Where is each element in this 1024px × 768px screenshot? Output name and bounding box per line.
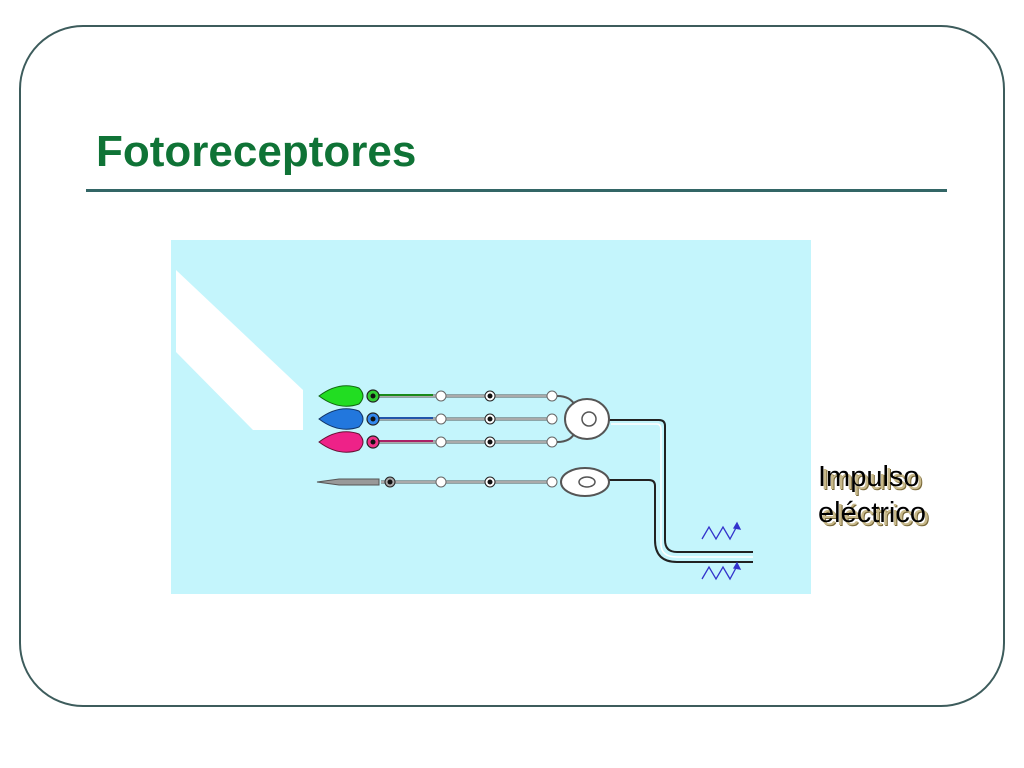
impulse-label-line2: eléctrico <box>818 497 926 529</box>
nerve-fiber-inner <box>611 423 753 558</box>
impulse-wave-icon <box>701 521 742 541</box>
slide-frame <box>19 25 1005 707</box>
blue-cone <box>318 408 558 430</box>
impulse-wave-icon <box>701 561 742 581</box>
title-rule <box>86 189 947 192</box>
rod <box>316 476 558 488</box>
photoreceptor-diagram <box>171 240 811 594</box>
light-beam <box>176 270 303 430</box>
rod-neuron-body <box>560 467 610 497</box>
magenta-cone <box>318 431 558 453</box>
green-cone <box>318 385 558 407</box>
nerve-fiber <box>607 419 753 563</box>
neuron-body <box>556 395 610 443</box>
impulse-label: Impulso eléctrico <box>818 459 998 531</box>
impulse-label-line1: Impulso <box>818 461 920 493</box>
slide-title: Fotoreceptores <box>96 127 417 176</box>
